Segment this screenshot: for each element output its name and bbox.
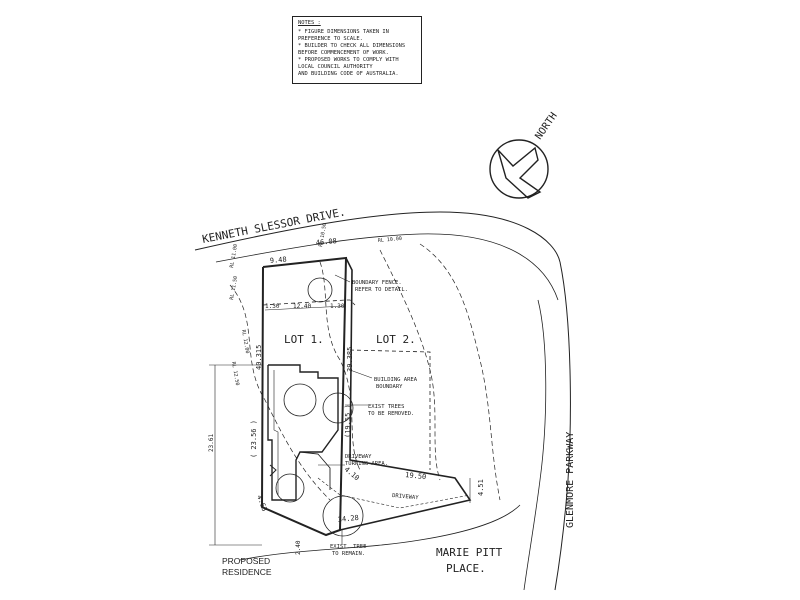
notes-title: NOTES : bbox=[298, 20, 321, 26]
dim-130a: 1.30 bbox=[265, 303, 280, 310]
contour bbox=[419, 243, 501, 501]
contour bbox=[319, 261, 361, 471]
contour bbox=[229, 284, 331, 501]
caption-line: RESIDENCE bbox=[222, 567, 272, 577]
driveway-turn bbox=[299, 451, 331, 490]
dim-410: 4.10 bbox=[343, 465, 361, 482]
contour bbox=[379, 249, 441, 481]
dim-4608: 46.08 bbox=[315, 237, 337, 247]
rl-label: RL 11.00 bbox=[229, 244, 239, 269]
notes-line: * PROPOSED WORKS TO COMPLY WITH bbox=[298, 57, 399, 63]
dim-line-lot bbox=[264, 305, 347, 311]
note-fence-1: BOUNDARY FENCE. bbox=[352, 280, 402, 286]
lot2-label: LOT 2. bbox=[376, 333, 416, 346]
lot1-label: LOT 1. bbox=[284, 333, 324, 346]
note-trees-2: TO BE REMOVED. bbox=[368, 411, 414, 417]
rl-label: RL 10.50 bbox=[318, 223, 328, 248]
tree bbox=[275, 473, 305, 503]
tree bbox=[322, 392, 354, 424]
note-drive-1: DRIVEWAY bbox=[345, 454, 372, 460]
tree bbox=[322, 495, 364, 537]
residence-arrow bbox=[269, 464, 277, 477]
dim-130b: 1.30 bbox=[330, 303, 345, 310]
north-arrow-icon bbox=[497, 146, 542, 199]
caption-line: PROPOSED bbox=[222, 556, 271, 566]
tree bbox=[307, 277, 333, 303]
leader bbox=[349, 369, 373, 379]
dim-1955: (19.55 ) bbox=[344, 404, 352, 438]
glenmore-kerb-outer bbox=[554, 261, 571, 591]
tree bbox=[283, 383, 317, 417]
kenneth-kerb-inner bbox=[215, 233, 559, 301]
rl-label: RL 10.00 bbox=[378, 236, 403, 244]
dim-2356: ( 23.56 ) bbox=[250, 420, 258, 458]
north-label: NORTH bbox=[533, 111, 559, 142]
note-bldg-1: BUILDING AREA bbox=[374, 377, 418, 383]
dim-1950: 19.50 bbox=[405, 471, 427, 481]
rl-label: RL 12.50 bbox=[230, 361, 240, 386]
note-fence-2: REFER TO DETAIL. bbox=[355, 287, 408, 293]
lot2-boundary bbox=[339, 257, 472, 531]
note-trees-1: EXIST TREES bbox=[368, 404, 404, 410]
residence-outline bbox=[267, 364, 339, 501]
dim-451: 4.51 bbox=[477, 479, 485, 496]
notes-line: * FIGURE DIMENSIONS TAKEN IN bbox=[298, 29, 389, 35]
note-driveway: DRIVEWAY bbox=[392, 493, 420, 501]
rl-label: RL 12.00 bbox=[240, 329, 250, 354]
dim-1240: 12.40 bbox=[293, 303, 311, 310]
street-marie-1: MARIE PITT bbox=[436, 546, 503, 559]
residence-inner bbox=[273, 370, 279, 495]
drawing-caption: PROPOSED RESIDENCE bbox=[222, 556, 272, 578]
notes-line: AND BUILDING CODE OF AUSTRALIA. bbox=[298, 71, 399, 77]
note-tree-2: TO REMAIN. bbox=[332, 551, 365, 557]
building-area-boundary bbox=[262, 299, 356, 306]
lot1-boundary bbox=[260, 256, 348, 537]
dim-948: 9.48 bbox=[269, 256, 286, 265]
notes-box: NOTES : * FIGURE DIMENSIONS TAKEN IN PRE… bbox=[292, 16, 422, 84]
street-glenmore: GLENMORE PARKWAY bbox=[565, 432, 576, 528]
note-drive-2: TURNING AREA. bbox=[345, 461, 388, 467]
notes-line: PREFERENCE TO SCALE. bbox=[298, 36, 363, 42]
dim-240: 2.40 bbox=[295, 540, 302, 555]
note-bldg-2: BOUNDARY bbox=[376, 384, 403, 390]
notes-line: LOCAL COUNCIL AUTHORITY bbox=[298, 64, 373, 70]
marie-kerb bbox=[239, 504, 521, 561]
rl-label: RL 11.50 bbox=[229, 276, 239, 301]
north-circle bbox=[489, 139, 549, 199]
notes-line: * BUILDER TO CHECK ALL DIMENSIONS bbox=[298, 43, 406, 49]
glenmore-kerb-inner bbox=[523, 299, 547, 591]
kenneth-kerb-outer bbox=[194, 211, 561, 263]
dim-463: 4.63 bbox=[255, 494, 268, 513]
lot2-dashed bbox=[349, 349, 431, 470]
dim-2361: 23.61 bbox=[208, 434, 215, 452]
street-marie-2: PLACE. bbox=[446, 562, 486, 575]
note-tree-1: EXIST. TREE bbox=[330, 544, 366, 550]
leader bbox=[334, 274, 351, 283]
dim-39385: 39.385 bbox=[346, 347, 354, 372]
notes-line: BEFORE COMMENCEMENT OF WORK. bbox=[298, 50, 389, 56]
dim-3428: 34.28 bbox=[337, 514, 359, 524]
dim-40315: 40.315 bbox=[255, 345, 263, 370]
